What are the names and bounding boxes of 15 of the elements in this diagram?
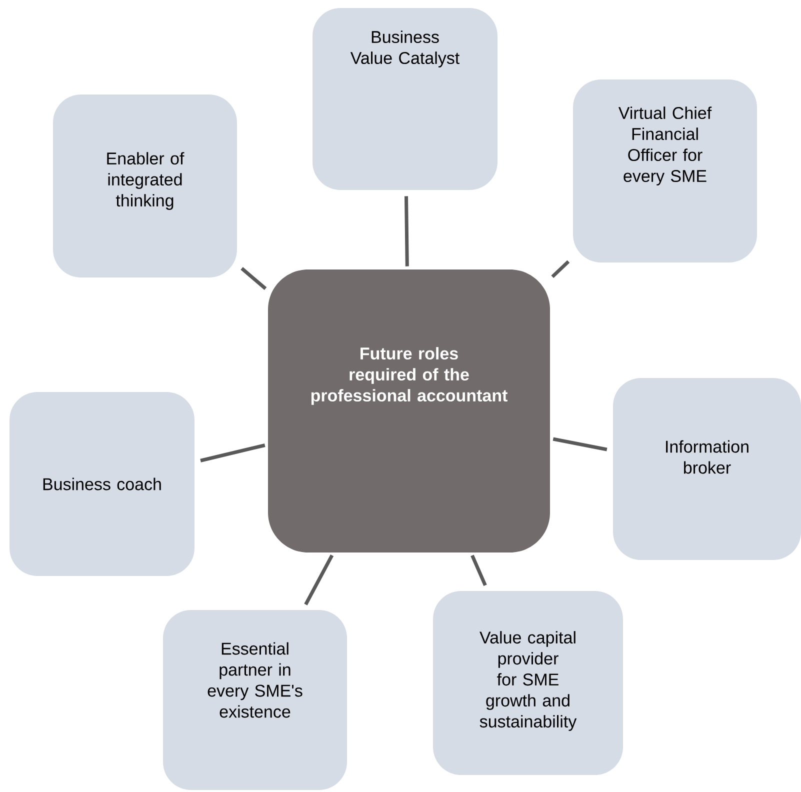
role-box: Business coach — [10, 392, 194, 576]
connector-line — [551, 260, 570, 278]
connector-line — [404, 196, 409, 266]
connector-line — [470, 554, 487, 586]
center-box: Future roles required of the professional accountant — [268, 270, 550, 552]
role-box: Business Value Catalyst — [312, 8, 498, 190]
role-box: Information broker — [613, 378, 801, 560]
connector-line — [552, 437, 608, 452]
role-box: Enabler of integrated thinking — [53, 94, 237, 278]
connector-line — [200, 444, 266, 462]
connector-line — [304, 554, 334, 606]
role-box: Value capital provider for SME growth and sustainability — [433, 591, 623, 775]
role-box: Essential partner in every SME's existence — [163, 610, 347, 790]
role-box: Virtual Chief Financial Officer for every SME — [573, 80, 757, 262]
connector-line — [240, 267, 267, 290]
